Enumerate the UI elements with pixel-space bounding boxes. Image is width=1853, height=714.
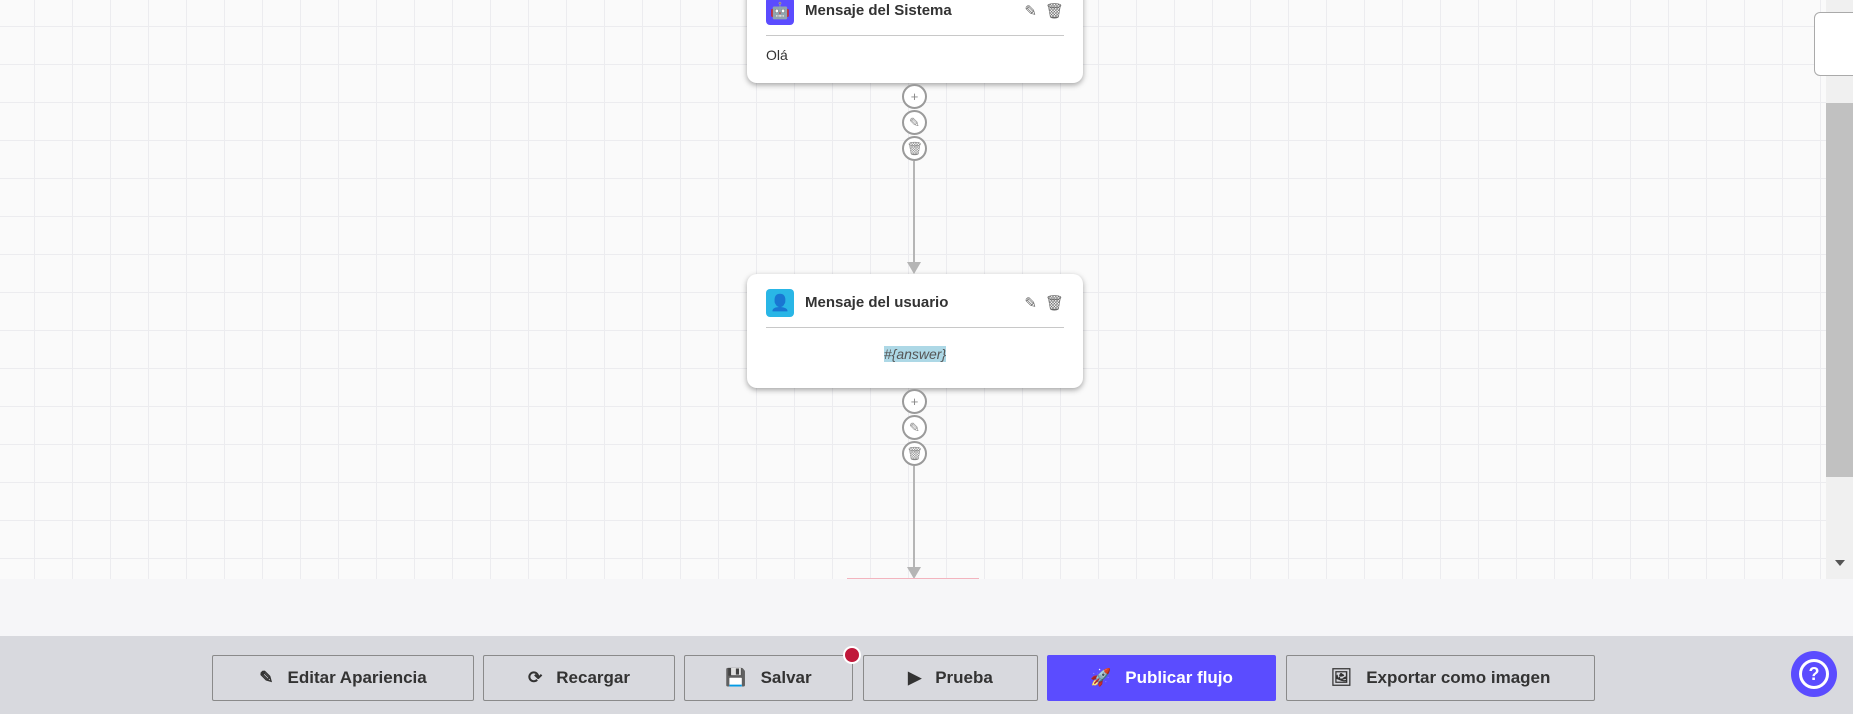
bottom-toolbar: ✎ Editar Apariencia ⟳ Recargar 💾 Salvar ▶ Pr…	[0, 636, 1853, 714]
plus-icon: +	[910, 394, 919, 409]
pencil-icon[interactable]: ✎	[1024, 2, 1037, 20]
connector-line	[913, 466, 915, 568]
flow-canvas[interactable]: 🤖 Mensaje del Sistema ✎ 🗑 Olá + ✎ 🗑 👤 Me…	[0, 0, 1826, 579]
delete-connection-button[interactable]: 🗑	[902, 136, 927, 161]
trash-icon[interactable]: 🗑	[1044, 2, 1064, 20]
trash-icon: 🗑	[906, 140, 923, 156]
node-content: Olá	[766, 47, 788, 63]
edit-connection-button[interactable]: ✎	[902, 110, 927, 135]
node-system-message[interactable]: 🤖 Mensaje del Sistema ✎ 🗑 Olá	[747, 0, 1083, 83]
node-content: #{answer}	[766, 346, 1064, 362]
trash-icon[interactable]: 🗑	[1044, 294, 1064, 312]
button-label: Recargar	[556, 668, 630, 687]
connector-line	[913, 161, 915, 263]
button-label: Prueba	[935, 668, 993, 687]
node-user-message[interactable]: 👤 Mensaje del usuario ✎ 🗑 #{answer}	[747, 274, 1083, 388]
node-title: Mensaje del usuario	[805, 294, 949, 311]
variable-tag: #{answer}	[883, 346, 947, 362]
user-icon: 👤	[766, 288, 794, 317]
node-title: Mensaje del Sistema	[805, 2, 952, 19]
trash-icon: 🗑	[906, 445, 923, 461]
button-label: Editar Apariencia	[287, 668, 427, 687]
edit-appearance-button[interactable]: ✎ Editar Apariencia	[212, 655, 474, 701]
scroll-down-arrow-icon[interactable]	[1835, 560, 1845, 566]
scrollbar-thumb[interactable]	[1826, 103, 1853, 477]
image-icon: 🖼	[1330, 668, 1353, 687]
minimap-panel[interactable]	[1814, 12, 1853, 76]
next-node-edge	[847, 578, 979, 579]
plus-icon: +	[910, 89, 919, 104]
delete-connection-button[interactable]: 🗑	[902, 441, 927, 466]
vertical-scrollbar[interactable]	[1826, 0, 1853, 579]
add-node-button[interactable]: +	[902, 389, 927, 414]
add-node-button[interactable]: +	[902, 84, 927, 109]
edit-connection-button[interactable]: ✎	[902, 415, 927, 440]
refresh-icon: ⟳	[528, 668, 543, 687]
floppy-disk-icon: 💾	[725, 668, 747, 687]
rocket-icon: 🚀	[1090, 668, 1112, 687]
question-icon: ?	[1799, 659, 1829, 689]
publish-flow-button[interactable]: 🚀 Publicar flujo	[1047, 655, 1276, 701]
save-button[interactable]: 💾 Salvar	[684, 655, 853, 701]
connector-arrow	[907, 567, 921, 579]
play-icon: ▶	[908, 668, 922, 687]
connector-arrow	[907, 262, 921, 274]
unsaved-changes-dot	[843, 646, 861, 664]
pencil-icon[interactable]: ✎	[1024, 294, 1037, 312]
node-header: 👤 Mensaje del usuario ✎ 🗑	[766, 278, 1064, 328]
node-header: 🤖 Mensaje del Sistema ✎ 🗑	[766, 0, 1064, 36]
help-button[interactable]: ?	[1791, 651, 1837, 697]
edit-icon: ✎	[259, 668, 274, 687]
button-label: Exportar como imagen	[1366, 668, 1551, 687]
pencil-icon: ✎	[909, 114, 920, 130]
reload-button[interactable]: ⟳ Recargar	[483, 655, 675, 701]
robot-icon: 🤖	[766, 0, 794, 25]
export-image-button[interactable]: 🖼 Exportar como imagen	[1286, 655, 1595, 701]
test-button[interactable]: ▶ Prueba	[863, 655, 1038, 701]
button-label: Publicar flujo	[1125, 668, 1233, 687]
button-label: Salvar	[760, 668, 812, 687]
pencil-icon: ✎	[909, 419, 920, 435]
